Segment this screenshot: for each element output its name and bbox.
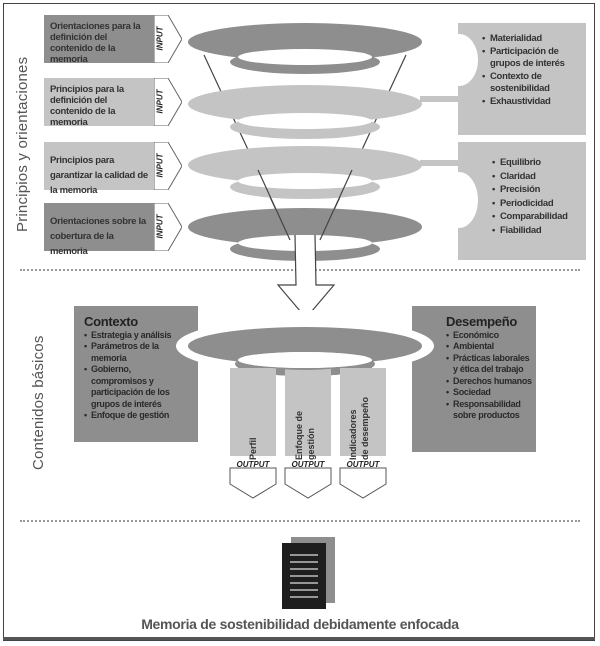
output-column-indicators xyxy=(340,368,386,456)
output-tag-indicators: OUTPUT xyxy=(340,456,386,484)
output-tag-label: OUTPUT xyxy=(236,460,270,469)
output-label-indicators-2: de desempeño xyxy=(360,396,370,460)
context-panel: Contexto Estrategia y análisis Parámetro… xyxy=(74,306,198,442)
diagram-frame xyxy=(3,3,595,641)
context-list: Estrategia y análisis Parámetros de la m… xyxy=(84,330,190,422)
list-item: Exhaustividad xyxy=(482,96,580,109)
list-item: Comparabilidad xyxy=(492,210,580,224)
output-tag-label: OUTPUT xyxy=(291,460,325,469)
disc-2 xyxy=(188,85,422,139)
content-principles-panel: Materialidad Participación de grupos de … xyxy=(458,23,586,135)
input-box-boundary-guidance: Orientaciones sobre la cobertura de la m… xyxy=(44,203,154,257)
input-tag-label: INPUT xyxy=(155,89,165,114)
input-tag-3 xyxy=(154,142,182,190)
performance-title: Desempeño xyxy=(446,314,517,329)
list-item: Periodicidad xyxy=(492,197,580,211)
performance-list: Económico Ambiental Prácticas laborales … xyxy=(446,330,532,422)
connector-content-principles xyxy=(420,96,460,102)
list-item: Gobierno, compromisos y participación de… xyxy=(84,364,186,410)
input-box-content-principles: Principios para la definición del conten… xyxy=(44,78,154,128)
quality-principles-list: Equilibrio Claridad Precisión Periodicid… xyxy=(492,156,580,237)
result-caption: Memoria de sostenibilidad debidamente en… xyxy=(141,616,459,632)
quality-principles-panel: Equilibrio Claridad Precisión Periodicid… xyxy=(458,142,586,260)
input-tag-4 xyxy=(154,203,182,251)
connector-quality-principles xyxy=(420,160,460,166)
document-stack-icon xyxy=(282,537,335,609)
context-title: Contexto xyxy=(84,314,138,329)
output-tips xyxy=(229,467,387,499)
output-label-indicators-1: Indicadores xyxy=(348,409,358,460)
content-principles-list: Materialidad Participación de grupos de … xyxy=(482,33,580,108)
list-item: Precisión xyxy=(492,183,580,197)
list-item: Parámetros de la memoria xyxy=(84,341,161,364)
output-tag-management: OUTPUT xyxy=(285,456,331,484)
performance-panel: Desempeño Económico Ambiental Prácticas … xyxy=(412,306,536,452)
output-column-profile xyxy=(230,368,276,456)
disc-1 xyxy=(188,23,422,74)
list-item: Claridad xyxy=(492,170,580,184)
list-item: Derechos humanos xyxy=(446,376,532,388)
bottom-rule xyxy=(3,637,595,640)
input-box-quality-principles: Principios para garantizar la calidad de… xyxy=(44,142,154,196)
disc-3 xyxy=(188,146,422,199)
input-tag-label: INPUT xyxy=(155,153,165,178)
list-item: Participación de grupos de interés xyxy=(482,46,580,71)
list-item: Materialidad xyxy=(482,33,580,46)
panel-notch xyxy=(440,172,478,228)
list-item: Sociedad xyxy=(446,387,532,399)
list-item: Ambiental xyxy=(446,341,532,353)
disc-basic-contents xyxy=(175,310,435,376)
output-label-management-1: Enfoque de xyxy=(294,411,304,460)
list-item: Contexto de sostenibilidad xyxy=(482,71,580,96)
list-item: Económico xyxy=(446,330,532,342)
input-tag-label: INPUT xyxy=(155,214,165,239)
list-item: Prácticas laborales y ética del trabajo xyxy=(446,353,532,376)
list-item: Responsabilidad sobre productos xyxy=(446,399,532,422)
output-tag-label: OUTPUT xyxy=(346,460,380,469)
input-box-content-guidance: Orientaciones para la definición del con… xyxy=(44,15,154,65)
panel-notch xyxy=(440,34,478,86)
input-tag-1 xyxy=(154,15,182,63)
list-item: Enfoque de gestión xyxy=(84,410,186,422)
list-item: Equilibrio xyxy=(492,156,580,170)
output-column-management xyxy=(285,368,331,456)
input-tag-2 xyxy=(154,78,182,126)
output-tag-profile: OUTPUT xyxy=(230,456,276,484)
list-item: Estrategia y análisis xyxy=(84,330,186,342)
separator-bottom xyxy=(20,520,580,522)
list-item: Fiabilidad xyxy=(492,224,580,238)
input-tag-label: INPUT xyxy=(155,26,165,51)
